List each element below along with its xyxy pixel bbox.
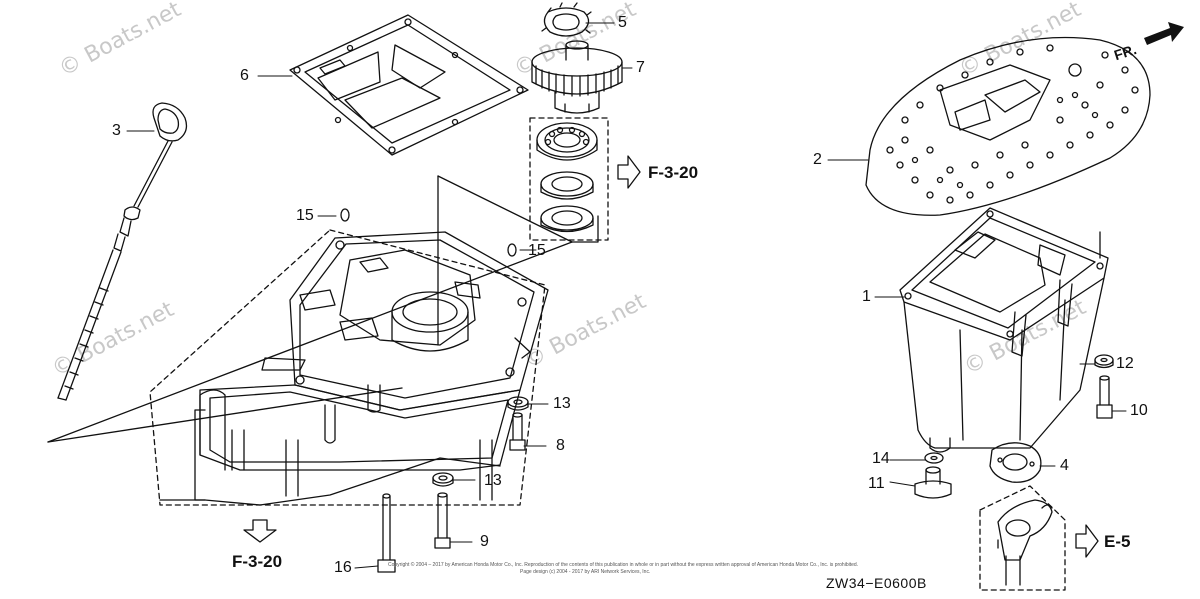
leader-line — [437, 175, 573, 243]
part-13-washer[interactable] — [432, 472, 454, 487]
callout-13[interactable]: 13 — [553, 395, 571, 412]
callout-13[interactable]: 13 — [484, 472, 502, 489]
callout-3[interactable]: 3 — [112, 122, 121, 139]
part-1-oil-pan[interactable] — [899, 207, 1109, 453]
copyright-line: Page design (c) 2004 - 2017 by ARI Netwo… — [520, 569, 651, 575]
part-11-drain-bolt[interactable] — [914, 466, 952, 499]
oil-case-assembly[interactable] — [149, 229, 549, 506]
ref-label[interactable]: F-3-20 — [232, 552, 283, 571]
fr-arrow-icon — [1144, 22, 1184, 45]
oil-seal[interactable] — [540, 171, 594, 200]
callout-1[interactable]: 1 — [862, 288, 871, 305]
part-15-pin[interactable] — [507, 243, 517, 257]
leader-lines — [126, 22, 1127, 569]
callout-4[interactable]: 4 — [1060, 457, 1069, 474]
part-7-gear[interactable] — [531, 40, 623, 114]
part-2-gasket-plate[interactable] — [865, 36, 1151, 216]
part-13-washer[interactable] — [507, 396, 529, 411]
part-12-washer[interactable] — [1094, 354, 1114, 369]
leader-line — [571, 215, 599, 243]
copyright-line: Copyright © 2004 – 2017 by American Hond… — [388, 562, 859, 568]
part-4-gasket[interactable] — [989, 442, 1042, 483]
part-3-dipstick[interactable] — [57, 102, 188, 401]
callout-5[interactable]: 5 — [618, 14, 627, 31]
part-9-bolt[interactable] — [434, 492, 451, 549]
bearing[interactable] — [536, 122, 598, 161]
part-16-bolt[interactable] — [377, 493, 396, 573]
callout-8[interactable]: 8 — [556, 437, 565, 454]
exhaust-bracket[interactable] — [979, 485, 1066, 591]
part-8-bolt[interactable] — [509, 412, 526, 451]
arrow-icon — [1075, 524, 1099, 558]
ref-label[interactable]: F-3-20 — [648, 163, 699, 182]
lower-seal[interactable] — [540, 205, 594, 233]
callout-7[interactable]: 7 — [636, 59, 645, 76]
callout-14[interactable]: 14 — [872, 450, 890, 467]
arrow-icon — [617, 155, 641, 189]
part-5-clip[interactable] — [541, 2, 592, 37]
bearing-kit-box — [529, 117, 609, 241]
callout-15[interactable]: 15 — [528, 242, 546, 259]
callout-16[interactable]: 16 — [334, 559, 352, 576]
part-10-bolt[interactable] — [1096, 375, 1113, 419]
leader-line — [47, 241, 573, 443]
part-15-pin[interactable] — [340, 208, 350, 222]
part-6-gasket[interactable] — [289, 14, 529, 156]
arrow-icon — [243, 519, 277, 543]
callout-2[interactable]: 2 — [813, 151, 822, 168]
callout-9[interactable]: 9 — [480, 533, 489, 550]
part-14-washer[interactable] — [924, 452, 944, 464]
ref-label[interactable]: E-5 — [1104, 532, 1131, 551]
diagram-code: ZW34−E0600B — [826, 575, 927, 591]
callout-11[interactable]: 11 — [868, 475, 885, 492]
callout-10[interactable]: 10 — [1130, 402, 1148, 419]
callout-12[interactable]: 12 — [1116, 355, 1134, 372]
callout-6[interactable]: 6 — [240, 67, 249, 84]
callout-15[interactable]: 15 — [296, 207, 314, 224]
